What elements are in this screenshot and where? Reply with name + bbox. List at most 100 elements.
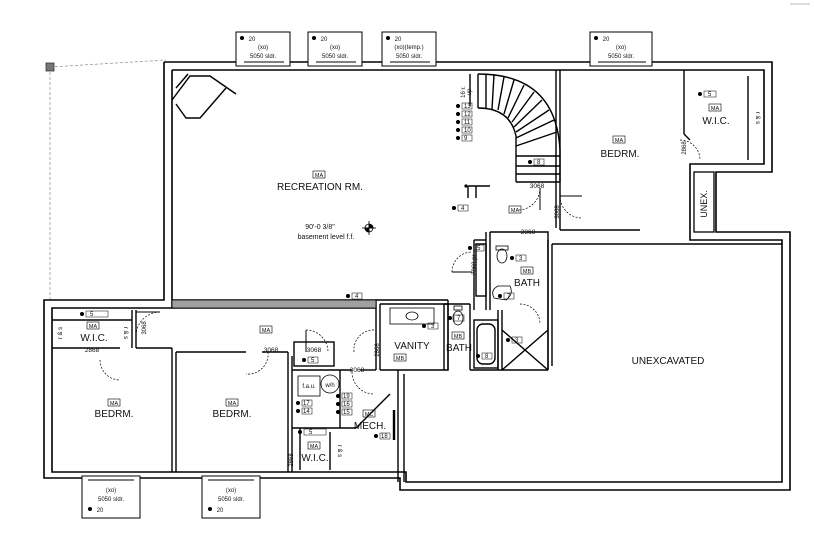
door-d9: 3068: [264, 347, 279, 354]
marker-4b: 4: [355, 294, 359, 300]
wic-w-marker: 5: [90, 312, 94, 318]
window-top1-size: 5050 sldr.: [250, 54, 276, 60]
wic-w-shelf-right: r & s: [122, 327, 128, 339]
mech-tag: MC: [365, 412, 374, 418]
window-top3-marker: 20: [395, 37, 402, 43]
water-heater: [320, 374, 340, 394]
corner-marker: [45, 62, 55, 72]
door-swings: [99, 139, 701, 395]
door-d5: 2868: [682, 141, 688, 155]
vanity-name: VANITY: [394, 341, 430, 352]
door-d3: 2868: [521, 229, 536, 236]
vertical-labels: UNEX. r & s r & s r & s r & s 16 r. up 3…: [58, 86, 760, 467]
marker-4a: 4: [461, 206, 465, 212]
stair-dir: up: [467, 88, 473, 95]
wic-ne-shelf: r & s: [754, 112, 760, 124]
stair-area-tag: MA: [511, 208, 520, 214]
marker-7b: 7: [457, 316, 461, 322]
window-top2-marker: 20: [321, 37, 328, 43]
window-top3-size: 5050 sldr.: [396, 54, 422, 60]
unex-strip-name: UNEX.: [699, 190, 709, 218]
door-d10: 3068: [307, 347, 322, 354]
window-bot2-marker: 20: [217, 508, 224, 514]
marker-3a: 3: [519, 256, 523, 262]
bath-lower-name: BATH: [446, 343, 472, 354]
marker-16: 16: [343, 402, 350, 408]
bearing-walls: [171, 299, 377, 309]
window-bot2-size: 5050 sldr.: [218, 497, 244, 503]
bedroom-ne-tag: MA: [615, 138, 624, 144]
marker-18: 18: [381, 434, 388, 440]
window-top1-marker: 20: [249, 37, 256, 43]
window-bot1-code: (xo): [106, 488, 116, 494]
furnace: [297, 375, 321, 397]
door-d4: 3068: [555, 205, 561, 219]
stair-marker-9: 9: [464, 136, 468, 142]
window-top4-size: 5050 sldr.: [608, 54, 634, 60]
window-top4-code: (xo): [616, 45, 626, 51]
marker-7a: 7: [507, 294, 511, 300]
wic-s-name: W.I.C.: [301, 453, 328, 464]
stair-marker-13: 13: [464, 104, 471, 110]
interior-walls: [52, 70, 782, 482]
window-top2-code: (xo): [330, 45, 340, 51]
stair-marker-8: 8: [537, 160, 541, 166]
stair-label: 16 r.: [461, 86, 467, 98]
wh-label: w/h: [324, 383, 334, 389]
elevation-target-icon: [362, 221, 376, 235]
vanity-tag: MB: [396, 356, 405, 362]
dashed-outline: [49, 59, 167, 300]
marker-19: 19: [343, 394, 350, 400]
vanity-counter: [389, 307, 435, 325]
door-leaves: [136, 188, 582, 352]
window-top3-code: (xo)(temp.): [394, 45, 423, 51]
window-top4-marker: 20: [603, 37, 610, 43]
rec-room-tag: MA: [315, 173, 324, 179]
rec-room-name: RECREATION RM.: [277, 182, 363, 193]
bedroom-c-name: BEDRM.: [213, 409, 252, 420]
wic-s-shelf: r & s: [336, 445, 342, 457]
exterior-walls: [43, 61, 791, 491]
wic-ne-name: W.I.C.: [702, 116, 729, 127]
marker-3b: 3: [431, 324, 435, 330]
rec-pin-icon: [464, 184, 468, 188]
bath-lower-tag: MB: [454, 334, 463, 340]
marker-5b: 5: [311, 358, 315, 364]
bath-upper-name: BATH: [514, 278, 540, 289]
wic-ne-tag: MA: [711, 106, 720, 112]
door-d1: 3068: [530, 183, 545, 190]
room-labels: MA RECREATION RM. 90'-0 3/8" basement le…: [80, 106, 729, 464]
stair-marker-10: 10: [464, 128, 471, 134]
door-labels: 3068 2868 2868 3068 3068 3068: [85, 183, 545, 374]
room-tags: [86, 103, 722, 450]
door-d12: 2868: [375, 343, 381, 357]
wic-w-name: W.I.C.: [80, 333, 107, 344]
wic-s-tag: MA: [310, 444, 319, 450]
stair-marker-11: 11: [464, 120, 471, 126]
door-d7: 3068: [142, 321, 148, 335]
fixtures: [297, 245, 512, 440]
toilet-lower: [452, 310, 464, 326]
mech-name: MECH.: [354, 421, 386, 432]
door-d11: 3068: [350, 367, 365, 374]
sink: [405, 311, 419, 321]
wic-ne-marker: 5: [708, 92, 712, 98]
window-bot1-size: 5050 sldr.: [98, 497, 124, 503]
bedroom-w-tag: MA: [110, 401, 119, 407]
markers: 13 12 11 10 9 8 5 4 4 5 3 7 3 7 8: [80, 90, 717, 440]
window-top1-code: (xo): [258, 45, 268, 51]
window-boxes: [81, 31, 653, 519]
marker-15: 15: [343, 410, 350, 416]
wic-s-marker: 5: [309, 430, 313, 436]
bedroom-c-tag: MA: [228, 401, 237, 407]
window-bot2-code: (xo): [226, 488, 236, 494]
bedroom-ne-name: BEDRM.: [601, 149, 640, 160]
bedroom-w-name: BEDRM.: [95, 409, 134, 420]
toilet-upper: [496, 248, 508, 264]
marker-3c: 3: [515, 338, 519, 344]
window-top2-size: 5050 sldr.: [322, 54, 348, 60]
stair-marker-12: 12: [464, 112, 471, 118]
wic-w-tag: MA: [89, 324, 98, 330]
window-bot1-marker: 20: [97, 508, 104, 514]
